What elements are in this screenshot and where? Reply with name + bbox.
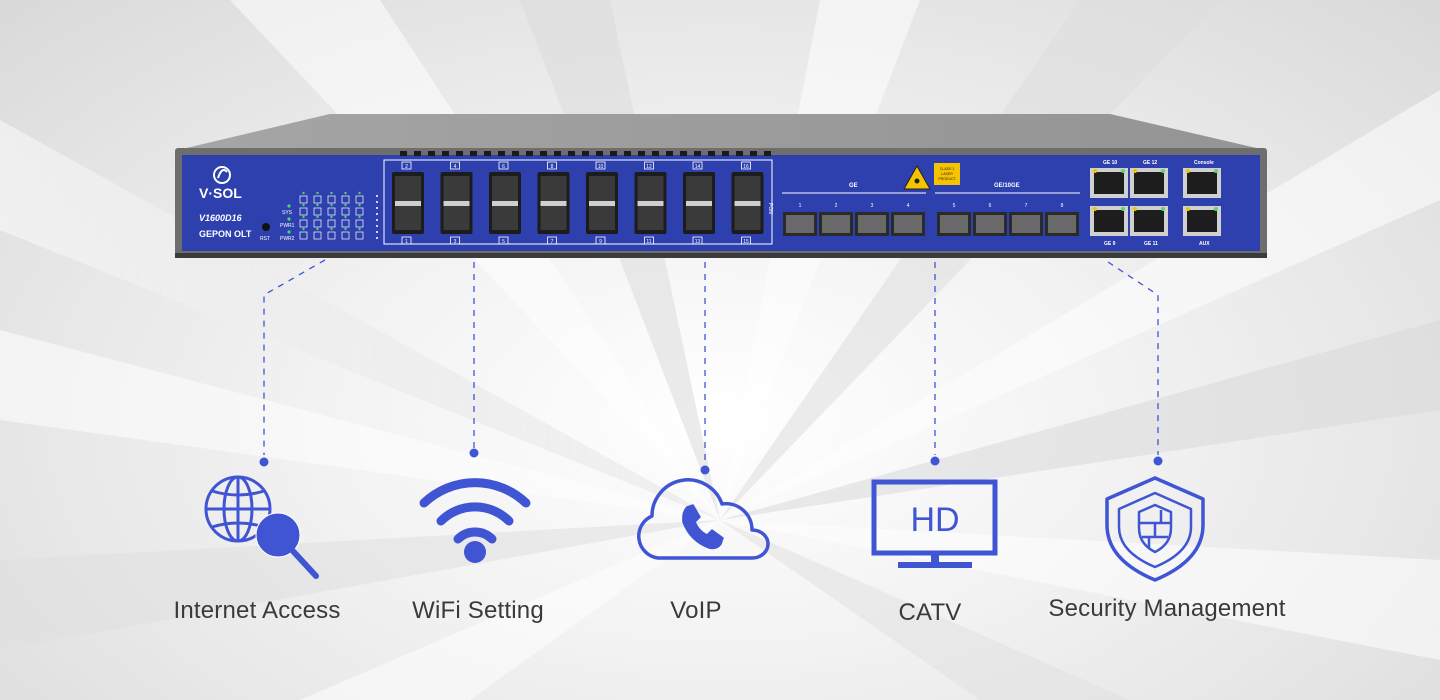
connector-dot-voip [700,465,710,475]
sfp-port-1[interactable]: 1 [783,203,817,236]
sfp-port-8[interactable]: 8 [1045,203,1079,236]
hd-monitor-icon: HD [871,479,998,568]
pon-top-label: 6 [502,164,505,170]
type-label: GEPON OLT [199,229,252,239]
feature-label-wifi-setting: WiFi Setting [412,597,544,624]
sfp-port-5[interactable]: 5 [937,203,971,236]
sfp-label: 6 [989,203,992,209]
pon-top-label: 16 [743,164,749,170]
connector-dot-internet [259,457,269,467]
pon-bottom-label: 13 [695,239,701,245]
connector-dot-catv [930,456,940,466]
model-text: V1600D16 [199,213,243,223]
pon-top-label: 8 [551,164,554,170]
connector-dot-wifi [469,448,479,458]
pon-bottom-label: 5 [502,239,505,245]
pon-bottom-label: 11 [646,239,651,245]
sfp-port-3[interactable]: 3 [855,203,889,236]
console-label: Console [1194,160,1214,166]
connector-security [1107,261,1159,455]
pon-top-label: 2 [405,164,408,170]
pon-port-10[interactable]: 10 9 [586,161,618,245]
led-label-sys: SYS [282,210,293,216]
sfp-label: 5 [953,203,956,209]
wifi-icon [419,478,531,563]
aux-label: AUX [1199,241,1210,247]
sfp-port-7[interactable]: 7 [1009,203,1043,236]
ge10-label: GE 10 [1103,160,1117,166]
sfp-ports: 1 2 3 4 5 6 7 8 [783,203,1079,236]
ge-label: GE [849,183,858,189]
pon-bottom-label: 15 [743,239,749,245]
rj45-port-ge-12[interactable] [1130,168,1168,198]
rj45-ports [1090,168,1221,236]
laser-text-1: CLASS 1 [940,167,954,171]
pon-port-2[interactable]: 21 [392,161,424,245]
rj45-port-ge-10[interactable] [1090,168,1128,198]
pon-bottom-label: 9 [599,239,602,245]
laser-text-3: PRODUCT [938,177,956,181]
pon-group-label: PON [767,203,773,214]
pon-port-12[interactable]: 12 11 [634,161,667,245]
sfp-label: 2 [835,203,838,209]
feature-label-internet-access: Internet Access [173,597,341,624]
sfp-label: 4 [907,203,910,209]
pon-port-6[interactable]: 65 [489,161,521,245]
status-leds [287,191,379,240]
rst-button[interactable] [262,223,270,231]
sfp-port-4[interactable]: 4 [891,203,925,236]
pon-bottom-label: 7 [551,239,554,245]
pon-top-label: 12 [646,164,652,170]
ge-10ge-label: GE/10GE [994,183,1020,189]
shield-icon [1105,476,1205,582]
rj45-port-aux[interactable] [1183,206,1221,236]
rst-label: RST [260,236,270,242]
laser-text-2: LASER [941,172,953,176]
pon-port-14[interactable]: 14 13 [683,161,715,245]
pon-port-8[interactable]: 87 [537,161,570,245]
vent-slots [400,151,771,156]
laser-warning-icon [903,164,931,190]
brand-text: V·SOL [199,185,242,201]
pon-top-label: 10 [598,164,604,170]
led-label-pwr1: PWR1 [280,223,295,229]
sfp-label: 3 [871,203,874,209]
pon-bottom-label: 1 [405,239,408,245]
connector-dot-security [1153,456,1163,466]
pon-top-label: 14 [695,164,701,170]
pon-bottom-label: 3 [454,239,457,245]
feature-label-voip: VoIP [670,597,722,624]
rj45-port-ge-9[interactable] [1090,206,1128,236]
laser-class-sticker [934,163,960,185]
sfp-port-2[interactable]: 2 [819,203,853,236]
pon-port-4[interactable]: 43 [440,161,473,245]
feature-label-catv: CATV [898,599,962,626]
ge11-label: GE 11 [1144,241,1158,247]
rj45-port-ge-11[interactable] [1130,206,1168,236]
sfp-label: 7 [1025,203,1028,209]
pon-top-label: 4 [454,164,457,170]
feature-label-security-management: Security Management [1048,595,1286,622]
ge12-label: GE 12 [1143,160,1157,166]
sfp-label: 8 [1061,203,1064,209]
connector-internet [263,259,326,455]
sfp-port-6[interactable]: 6 [973,203,1007,236]
globe-search-icon [204,475,319,579]
hd-text: HD [910,501,959,539]
cloud-phone-icon [637,478,770,560]
rj45-port-console[interactable] [1183,168,1221,198]
sfp-label: 1 [799,203,802,209]
ge9-label: GE 9 [1104,241,1116,247]
brand-logo [213,166,231,184]
led-label-pwr2: PWR2 [280,236,295,242]
